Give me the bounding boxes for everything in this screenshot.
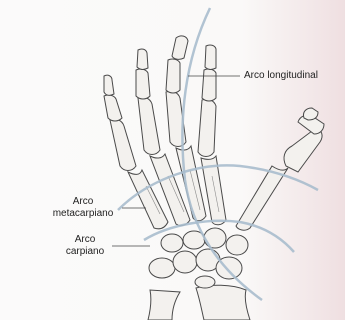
thumb-phalanges — [284, 108, 324, 172]
metacarpal-bones — [128, 146, 288, 230]
index-finger-phalanges — [198, 45, 216, 157]
forearm-bones — [148, 285, 250, 320]
label-carpal-line1: Arco — [60, 234, 110, 246]
label-metacarpal-line1: Arco — [48, 196, 118, 208]
label-metacarpal-arch: Arco metacarpiano — [48, 196, 118, 220]
label-metacarpal-line2: metacarpiano — [48, 208, 118, 220]
label-carpal-line2: carpiano — [60, 246, 110, 258]
label-longitudinal-arch: Arco longitudinal — [244, 70, 318, 82]
label-longitudinal-text: Arco longitudinal — [244, 70, 318, 81]
carpal-bones — [149, 228, 248, 288]
little-finger-phalanges — [104, 75, 136, 170]
ring-finger-phalanges — [136, 49, 160, 155]
label-carpal-arch: Arco carpiano — [60, 234, 110, 258]
